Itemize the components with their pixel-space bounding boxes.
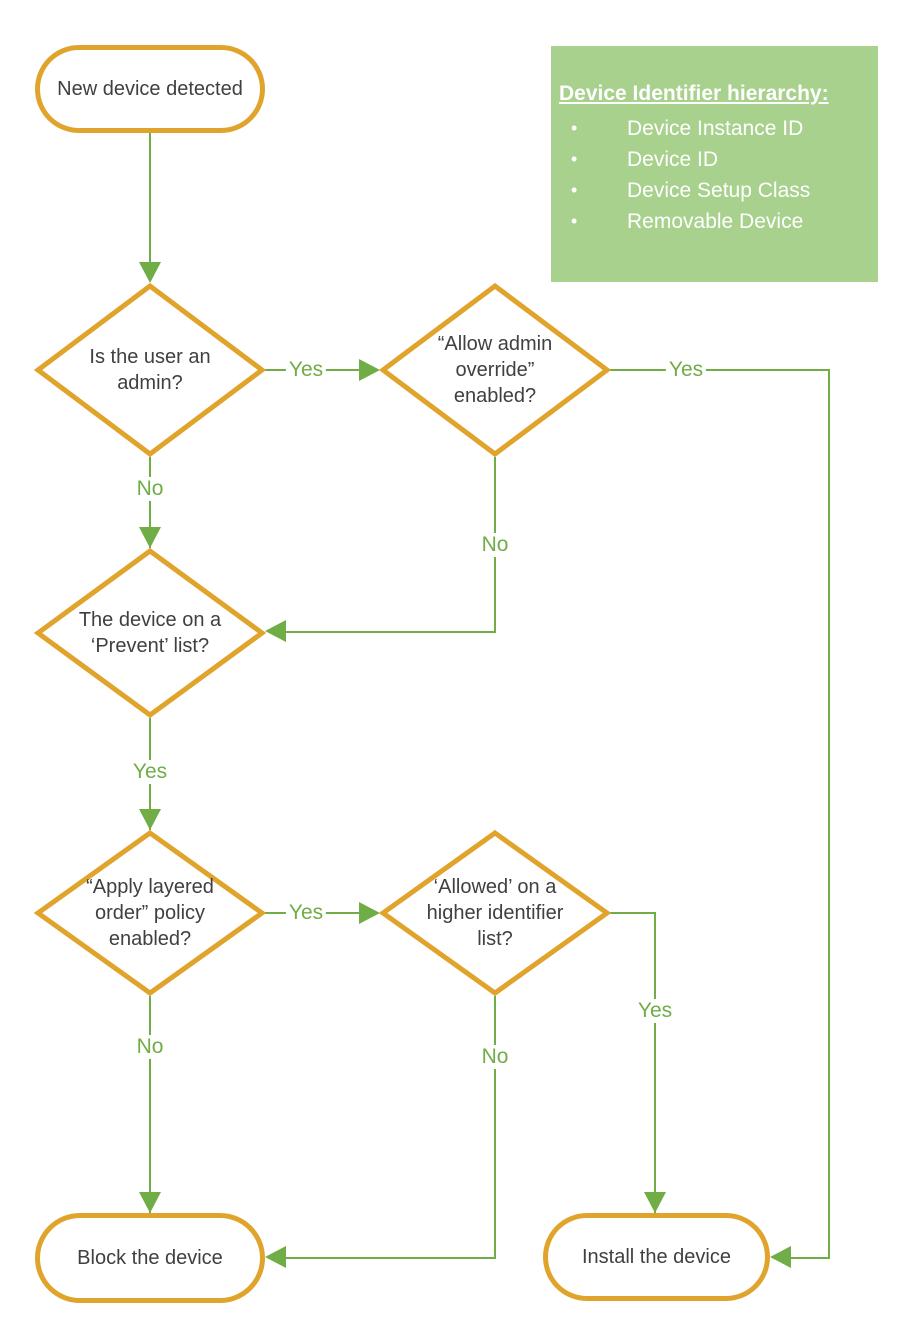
diamond-shape [33, 547, 267, 719]
node-prevent-list-label: The device on a ‘Prevent’ list? [78, 609, 222, 657]
node-block-label: Block the device [77, 1247, 223, 1269]
arrowhead-down-icon [139, 809, 161, 830]
edge-start-admin-line [149, 133, 151, 265]
arrowhead-left-icon [265, 1246, 286, 1268]
edge-override-yes-line-v [828, 369, 830, 1259]
node-is-user-admin-label: Is the user an admin? [89, 346, 211, 394]
node-allowed-higher-list-label: ‘Allowed’ on a higher identifier list? [426, 876, 564, 950]
list-item-label: Removable Device [627, 209, 804, 233]
arrowhead-down-icon [644, 1192, 666, 1213]
edge-label-yes: Yes [634, 998, 676, 1024]
edge-label-yes: Yes [285, 900, 327, 926]
edge-label-yes: Yes [129, 759, 171, 785]
arrowhead-right-icon [359, 902, 380, 924]
edge-override-yes-line-h [610, 369, 830, 371]
diamond-shape [378, 829, 612, 997]
arrowhead-right-icon [359, 359, 380, 381]
edge-admin-no-line [149, 457, 151, 548]
edge-label-no: No [478, 532, 512, 558]
list-item: • Device Instance ID [559, 113, 868, 144]
arrowhead-down-icon [139, 1192, 161, 1213]
arrowhead-left-icon [265, 620, 286, 642]
edge-label-no: No [133, 1034, 167, 1060]
node-install-label: Install the device [582, 1246, 731, 1268]
edge-override-yes-line-h2 [775, 1257, 830, 1259]
bullet-icon: • [571, 180, 578, 200]
diamond-shape [33, 282, 267, 458]
node-start-label: New device detected [57, 78, 243, 100]
edge-allowed-yes-line-h [610, 912, 656, 914]
edge-layered-no-line [149, 996, 151, 1213]
node-allow-admin-override: “Allow admin override” enabled? [378, 282, 612, 458]
list-item: • Device Setup Class [559, 175, 868, 206]
edge-label-yes: Yes [285, 357, 327, 383]
list-item-label: Device Instance ID [627, 116, 804, 140]
node-block: Block the device [35, 1213, 265, 1303]
node-start: New device detected [35, 45, 265, 133]
diamond-shape [33, 829, 267, 997]
node-apply-layered-order: “Apply layered order” policy enabled? [33, 829, 267, 997]
edge-override-no-line-h [275, 631, 496, 633]
edge-label-no: No [133, 476, 167, 502]
edge-label-no: No [478, 1044, 512, 1070]
list-item-label: Device Setup Class [627, 178, 811, 202]
list-item: • Device ID [559, 144, 868, 175]
node-is-user-admin: Is the user an admin? [33, 282, 267, 458]
arrowhead-down-icon [139, 262, 161, 283]
node-allow-admin-override-label: “Allow admin override” enabled? [437, 333, 553, 407]
device-identifier-hierarchy-box: Device Identifier hierarchy: • Device In… [551, 46, 878, 282]
list-item: • Removable Device [559, 206, 868, 237]
arrowhead-down-icon [139, 527, 161, 548]
node-allowed-higher-list: ‘Allowed’ on a higher identifier list? [378, 829, 612, 997]
arrowhead-left-icon [770, 1246, 791, 1268]
bullet-icon: • [571, 149, 578, 169]
edge-allowed-yes-line-v [654, 912, 656, 1213]
edge-label-yes: Yes [665, 357, 707, 383]
list-item-label: Device ID [627, 147, 719, 171]
bullet-icon: • [571, 211, 578, 231]
node-apply-layered-order-label: “Apply layered order” policy enabled? [86, 876, 214, 950]
edge-allowed-no-line-v [494, 996, 496, 1259]
info-box-title: Device Identifier hierarchy: [559, 82, 829, 105]
bullet-icon: • [571, 118, 578, 138]
node-install: Install the device [543, 1213, 770, 1301]
edge-allowed-no-line-h [275, 1257, 496, 1259]
node-prevent-list: The device on a ‘Prevent’ list? [33, 547, 267, 719]
diamond-shape [378, 282, 612, 458]
